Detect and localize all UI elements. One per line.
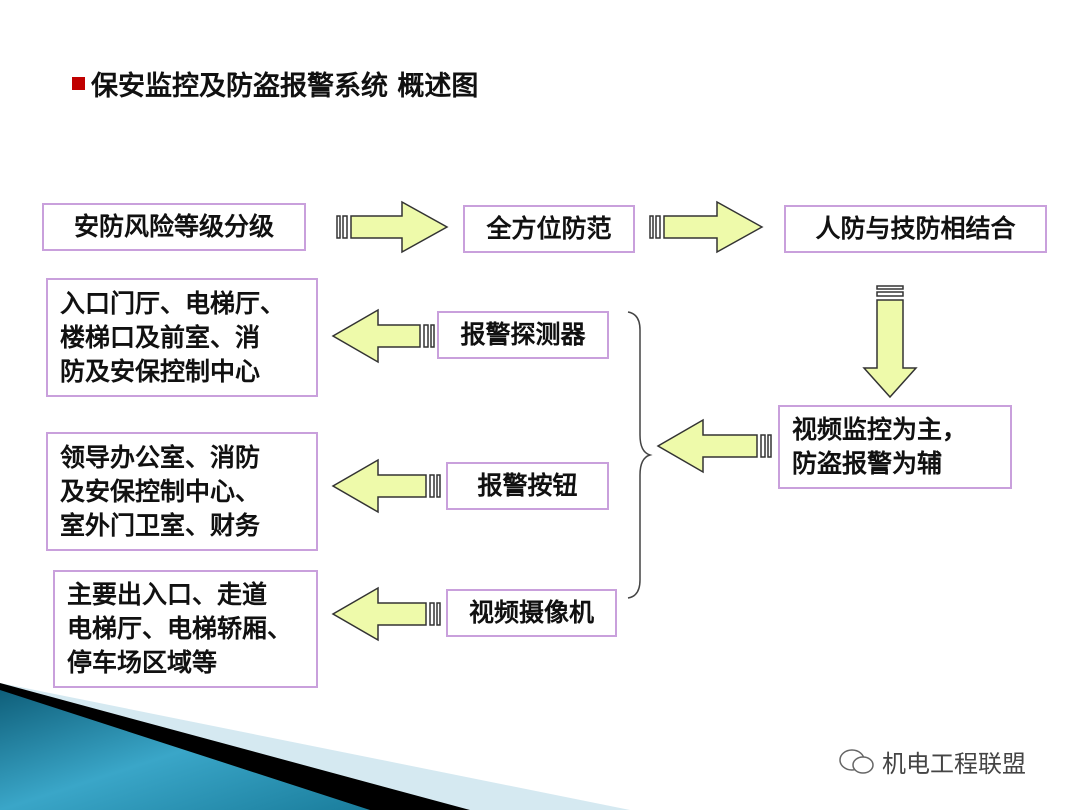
left-arrow-icon: [656, 418, 772, 474]
box-label: 视频监控为主， 防盗报警为辅: [792, 415, 968, 478]
wechat-icon: [839, 748, 874, 774]
box-label: 入口门厅、电梯厅、 楼梯口及前室、消 防及安保控制中心: [60, 288, 286, 386]
box-label: 领导办公室、消防 及安保控制中心、 室外门卫室、财务: [60, 442, 261, 540]
location-box-camera: 主要出入口、走道 电梯厅、电梯轿厢、 停车场区域等: [53, 570, 318, 688]
brace-icon: [627, 311, 653, 599]
down-arrow-icon: [862, 285, 918, 399]
watermark: 机电工程联盟: [838, 744, 1026, 779]
box-label: 全方位防范: [486, 214, 612, 243]
box-label: 视频摄像机: [468, 598, 594, 627]
video-main-box: 视频监控为主， 防盗报警为辅: [778, 405, 1012, 489]
title-text: 保安监控及防盗报警系统 概述图: [91, 71, 479, 102]
right-arrow-icon: [336, 200, 449, 254]
all-round-box: 全方位防范: [463, 205, 635, 253]
risk-level-box: 安防风险等级分级: [42, 203, 306, 251]
bullet-square-icon: [72, 77, 85, 90]
location-box-button: 领导办公室、消防 及安保控制中心、 室外门卫室、财务: [46, 432, 318, 551]
right-arrow-icon: [649, 200, 764, 254]
alarm-detector-box: 报警探测器: [437, 311, 609, 359]
video-camera-box: 视频摄像机: [446, 589, 617, 637]
box-label: 人防与技防相结合: [815, 214, 1016, 243]
box-label: 主要出入口、走道 电梯厅、电梯轿厢、 停车场区域等: [67, 580, 293, 677]
combined-defense-box: 人防与技防相结合: [784, 205, 1047, 253]
left-arrow-icon: [331, 308, 435, 364]
location-box-detector: 入口门厅、电梯厅、 楼梯口及前室、消 防及安保控制中心: [46, 278, 318, 397]
box-label: 报警按钮: [477, 471, 578, 500]
box-label: 报警探测器: [460, 320, 586, 349]
watermark-text: 机电工程联盟: [882, 750, 1026, 778]
page-title: 保安监控及防盗报警系统 概述图: [72, 64, 478, 103]
left-arrow-icon: [331, 586, 441, 642]
box-label: 安防风险等级分级: [73, 212, 274, 241]
alarm-button-box: 报警按钮: [446, 462, 609, 510]
left-arrow-icon: [331, 458, 441, 514]
